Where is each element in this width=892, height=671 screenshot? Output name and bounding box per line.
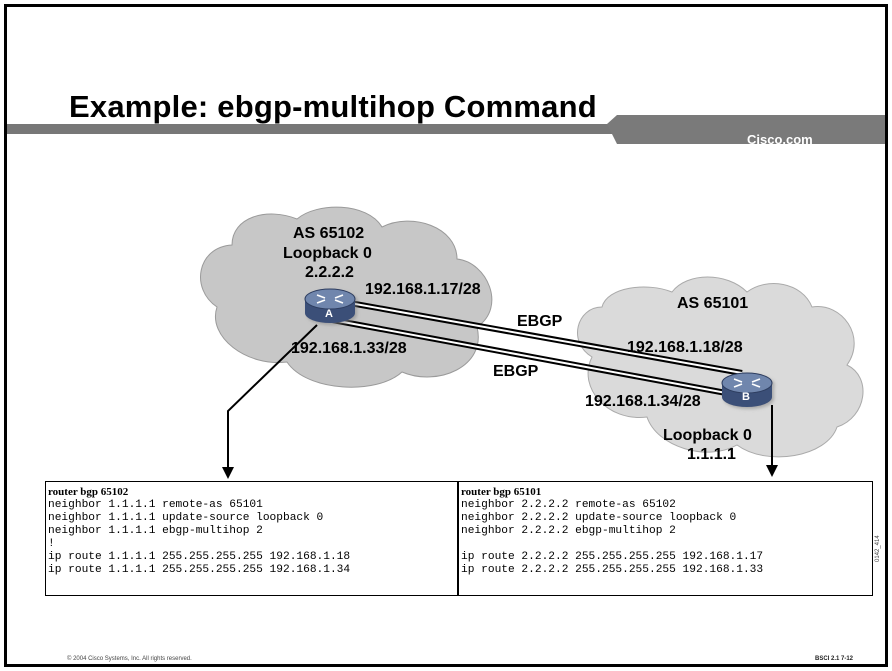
config-line: neighbor 2.2.2.2 update-source loopback … [461, 512, 737, 524]
slide-title: Example: ebgp-multihop Command [69, 89, 597, 124]
router-b-icon [721, 372, 773, 407]
config-line: ! [48, 538, 55, 550]
loopback-right-label: Loopback 0 [663, 427, 752, 444]
config-line: ip route 1.1.1.1 255.255.255.255 192.168… [48, 551, 351, 563]
config-line: ​ [461, 538, 872, 551]
config-line: neighbor 2.2.2.2 remote-as 65102 [461, 499, 676, 511]
config-line: ip route 1.1.1.1 255.255.255.255 192.168… [48, 564, 351, 576]
slide-frame: Example: ebgp-multihop Command Cisco.com [4, 4, 888, 667]
arrow-b-to-config [766, 405, 778, 477]
network-diagram: A B AS 65102 Loopback 0 2.2.2.2 192.168.… [200, 206, 864, 479]
config-line: neighbor 1.1.1.1 ebgp-multihop 2 [48, 525, 263, 537]
config-line: neighbor 1.1.1.1 update-source loopback … [48, 512, 324, 524]
figure-id: 0142_414 [875, 535, 881, 562]
ip-b-18-label: 192.168.1.18/28 [627, 339, 743, 356]
loopback-right-ip: 1.1.1.1 [687, 446, 736, 463]
router-b-config: router bgp 65101 neighbor 2.2.2.2 remote… [458, 481, 873, 596]
config-line: neighbor 1.1.1.1 remote-as 65101 [48, 499, 263, 511]
ebgp-link-top [332, 297, 743, 376]
loopback-left-label: Loopback 0 [283, 245, 372, 262]
ip-b-34-label: 192.168.1.34/28 [585, 393, 701, 410]
header-bar [7, 115, 885, 144]
brand-label: Cisco.com [747, 132, 813, 147]
ip-a-17-label: 192.168.1.17/28 [365, 281, 481, 298]
as-65101-label: AS 65101 [677, 295, 748, 312]
config-line: ip route 2.2.2.2 255.255.255.255 192.168… [461, 564, 764, 576]
ebgp-top-label: EBGP [517, 313, 563, 330]
ip-a-33-label: 192.168.1.33/28 [291, 340, 407, 357]
arrow-a-to-config [222, 324, 318, 479]
loopback-left-ip: 2.2.2.2 [305, 264, 354, 281]
ebgp-bottom-label: EBGP [493, 363, 539, 380]
copyright-footer: © 2004 Cisco Systems, Inc. All rights re… [67, 656, 192, 662]
router-a-config: router bgp 65102 neighbor 1.1.1.1 remote… [45, 481, 458, 596]
router-b-label: B [742, 391, 750, 403]
course-page-footer: BSCI 2.1 7-12 [815, 656, 854, 662]
ebgp-link-bottom [326, 316, 738, 398]
router-a-label: A [325, 308, 333, 320]
as-65102-label: AS 65102 [293, 225, 364, 242]
config-line: ip route 2.2.2.2 255.255.255.255 192.168… [461, 551, 764, 563]
config-line: neighbor 2.2.2.2 ebgp-multihop 2 [461, 525, 676, 537]
config-line: router bgp 65101 [461, 486, 542, 498]
router-a-icon [304, 288, 356, 323]
config-line: router bgp 65102 [48, 486, 129, 498]
